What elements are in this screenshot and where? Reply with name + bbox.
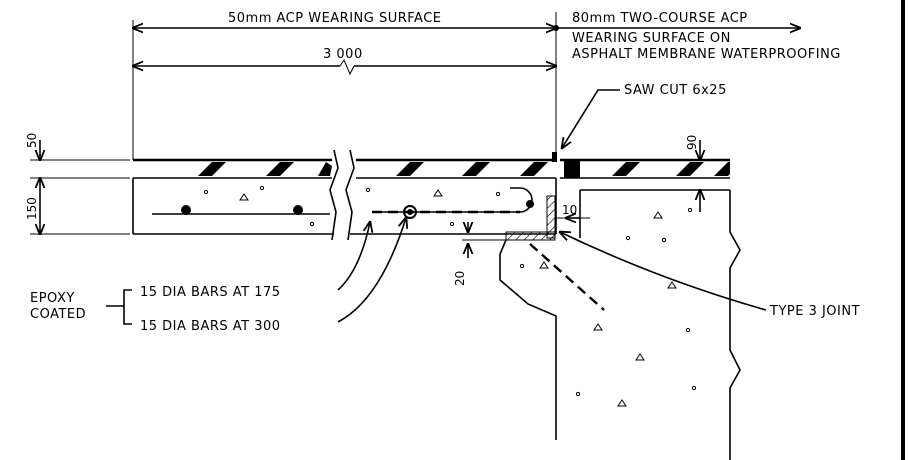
type3-joint-label: TYPE 3 JOINT	[769, 304, 860, 319]
epoxy-bracket	[106, 289, 132, 325]
dimension-20: 20	[453, 271, 467, 286]
bars-300-label: 15 DIA BARS AT 300	[140, 319, 281, 334]
epoxy-label-line1: EPOXY	[30, 291, 75, 306]
dimension-10: 10	[562, 203, 577, 217]
dimension-50: 50	[25, 133, 39, 148]
wearing-surface-label: 50mm ACP WEARING SURFACE	[228, 11, 442, 26]
wearing-surface-stripes	[198, 152, 730, 178]
abutment-wall	[499, 190, 741, 460]
bars-175-label: 15 DIA BARS AT 175	[140, 285, 281, 300]
dimension-90: 90	[685, 135, 699, 150]
deck-slab	[132, 149, 557, 241]
left-dimension-lines	[30, 140, 130, 234]
right-wearing-surface	[560, 158, 730, 191]
bar-leaders	[337, 218, 406, 323]
two-course-label-line2: WEARING SURFACE ON	[572, 31, 731, 46]
saw-cut-leader	[562, 89, 620, 148]
dimension-3000: 3 000	[323, 47, 363, 62]
reinforcing-bars	[152, 187, 534, 219]
joint-armour-angle	[505, 195, 556, 241]
saw-cut-label: SAW CUT 6x25	[624, 83, 727, 98]
dimension-150: 150	[25, 197, 39, 220]
two-course-label-line1: 80mm TWO-COURSE ACP	[572, 11, 748, 26]
dimension-20-lines	[462, 222, 506, 258]
two-course-label-line3: ASPHALT MEMBRANE WATERPROOFING	[572, 47, 841, 62]
aggregate-marks	[203, 185, 697, 407]
top-dimension-lines	[133, 12, 800, 160]
type3-joint-leader	[560, 232, 767, 311]
epoxy-label-line2: COATED	[30, 307, 86, 322]
